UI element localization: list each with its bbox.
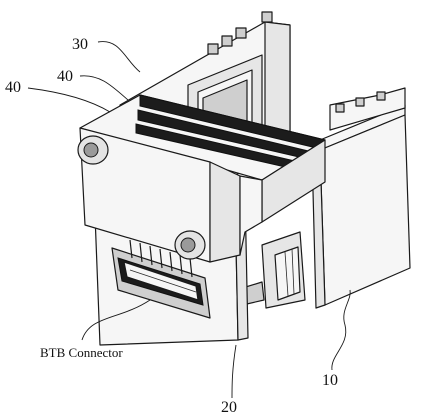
- leader-10: [331, 289, 351, 371]
- ref-label-10: 10: [322, 372, 338, 389]
- btb-connector: [111, 239, 211, 319]
- leader-40-upper: [79, 75, 129, 101]
- ref-label-30: 30: [72, 36, 88, 53]
- leader-30: [97, 41, 141, 73]
- leader-40-left: [27, 87, 111, 113]
- screw-upper: [77, 135, 109, 165]
- layered-plate-stack-40: [77, 94, 326, 263]
- btb-connector-label: BTB Connector: [40, 345, 123, 360]
- leader-btb: [81, 299, 151, 341]
- leader-20: [231, 344, 237, 399]
- ref-label-20: 20: [221, 399, 237, 416]
- screw-lower: [174, 230, 206, 260]
- ref-label-40-left: 40: [5, 79, 21, 96]
- leader-lines: [27, 41, 351, 399]
- ref-label-40-upper: 40: [57, 68, 73, 85]
